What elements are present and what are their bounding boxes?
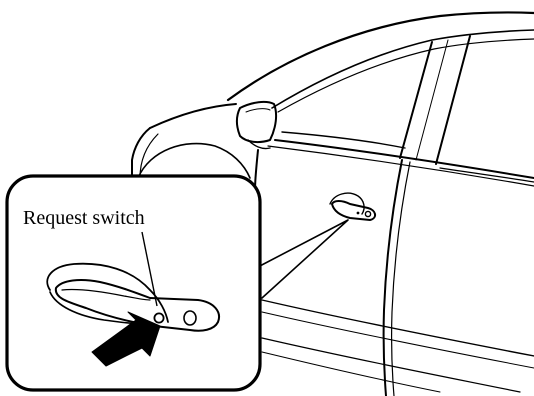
roof-line [228, 12, 534, 100]
front-window-bottom [282, 132, 405, 148]
hood-line [150, 104, 236, 128]
b-pillar-mid [416, 40, 448, 160]
leader-wedge [256, 220, 348, 298]
car-door-handle [330, 193, 375, 220]
b-pillar-rear [436, 36, 470, 164]
side-character-line-2 [262, 312, 534, 368]
belt-line [275, 140, 534, 178]
side-mirror [237, 102, 276, 142]
handle-keyhole [365, 211, 370, 216]
side-mirror-inner [246, 109, 270, 112]
callout-leader [256, 220, 348, 298]
request-switch-label: Request switch [23, 207, 145, 229]
request-switch-button [154, 313, 163, 322]
callout-box: Request switch [7, 176, 260, 390]
b-pillar-front [400, 42, 432, 158]
door-rear-edge [384, 160, 402, 396]
handle-switch-dot [357, 212, 360, 215]
wheel-arch [138, 144, 250, 178]
